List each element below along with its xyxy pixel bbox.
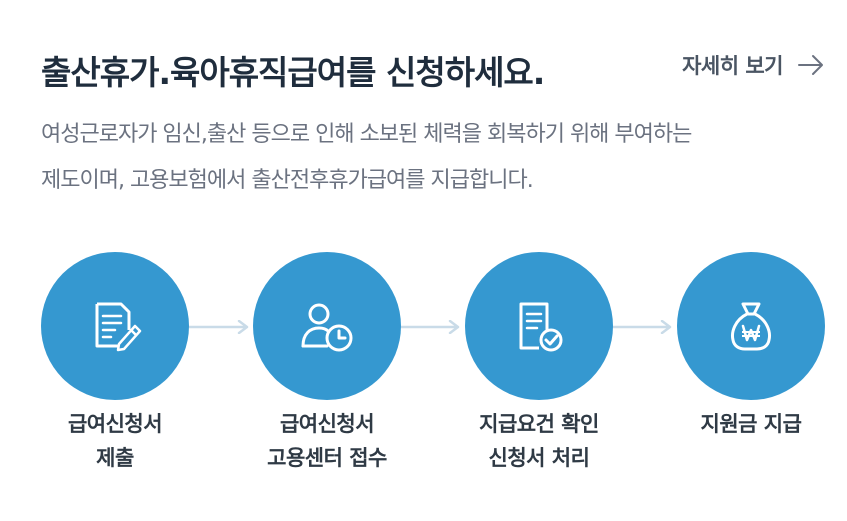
description-line-1: 여성근로자가 임신,출산 등으로 인해 소보된 체력을 회복하기 위해 부여하는 — [41, 122, 692, 147]
page-title: 출산휴가.육아휴직급여를 신청하세요. — [41, 53, 545, 92]
step-connector-arrow — [612, 320, 672, 334]
step-2-subtitle: 고용센터 접수 — [267, 446, 387, 470]
step-4-circle — [677, 252, 825, 400]
step-2-title: 급여신청서 — [279, 412, 375, 436]
user-clock-icon — [301, 303, 353, 352]
document-edit-icon — [95, 302, 142, 352]
step-4-title: 지원금 지급 — [700, 412, 802, 436]
step-1-circle — [41, 252, 189, 400]
description-line-2: 제도이며, 고용보험에서 출산전후휴가급여를 지급합니다. — [41, 168, 534, 193]
step-1-subtitle: 제출 — [96, 446, 134, 470]
document-check-icon — [519, 302, 563, 352]
step-4-label: 지원금 지급 — [651, 407, 847, 441]
step-1-label: 급여신청서 제출 — [15, 407, 215, 475]
arrow-right-icon — [798, 55, 823, 75]
view-details-label: 자세히 보기 — [682, 54, 783, 78]
step-3-circle — [465, 252, 613, 400]
step-2-label: 급여신청서 고용센터 접수 — [227, 407, 427, 475]
step-3-title: 지급요건 확인 — [479, 412, 599, 436]
section-header: 출산휴가.육아휴직급여를 신청하세요. 자세히 보기 — [41, 46, 825, 94]
description: 여성근로자가 임신,출산 등으로 인해 소보된 체력을 회복하기 위해 부여하는… — [41, 112, 831, 204]
step-3-subtitle: 신청서 처리 — [488, 446, 590, 470]
money-bag-icon — [731, 302, 771, 351]
step-connector-arrow — [400, 320, 460, 334]
step-2-circle — [253, 252, 401, 400]
view-details-link[interactable]: 자세히 보기 — [682, 50, 825, 80]
step-connector-arrow — [189, 320, 249, 334]
step-3-label: 지급요건 확인 신청서 처리 — [439, 407, 639, 475]
step-1-title: 급여신청서 — [67, 412, 163, 436]
